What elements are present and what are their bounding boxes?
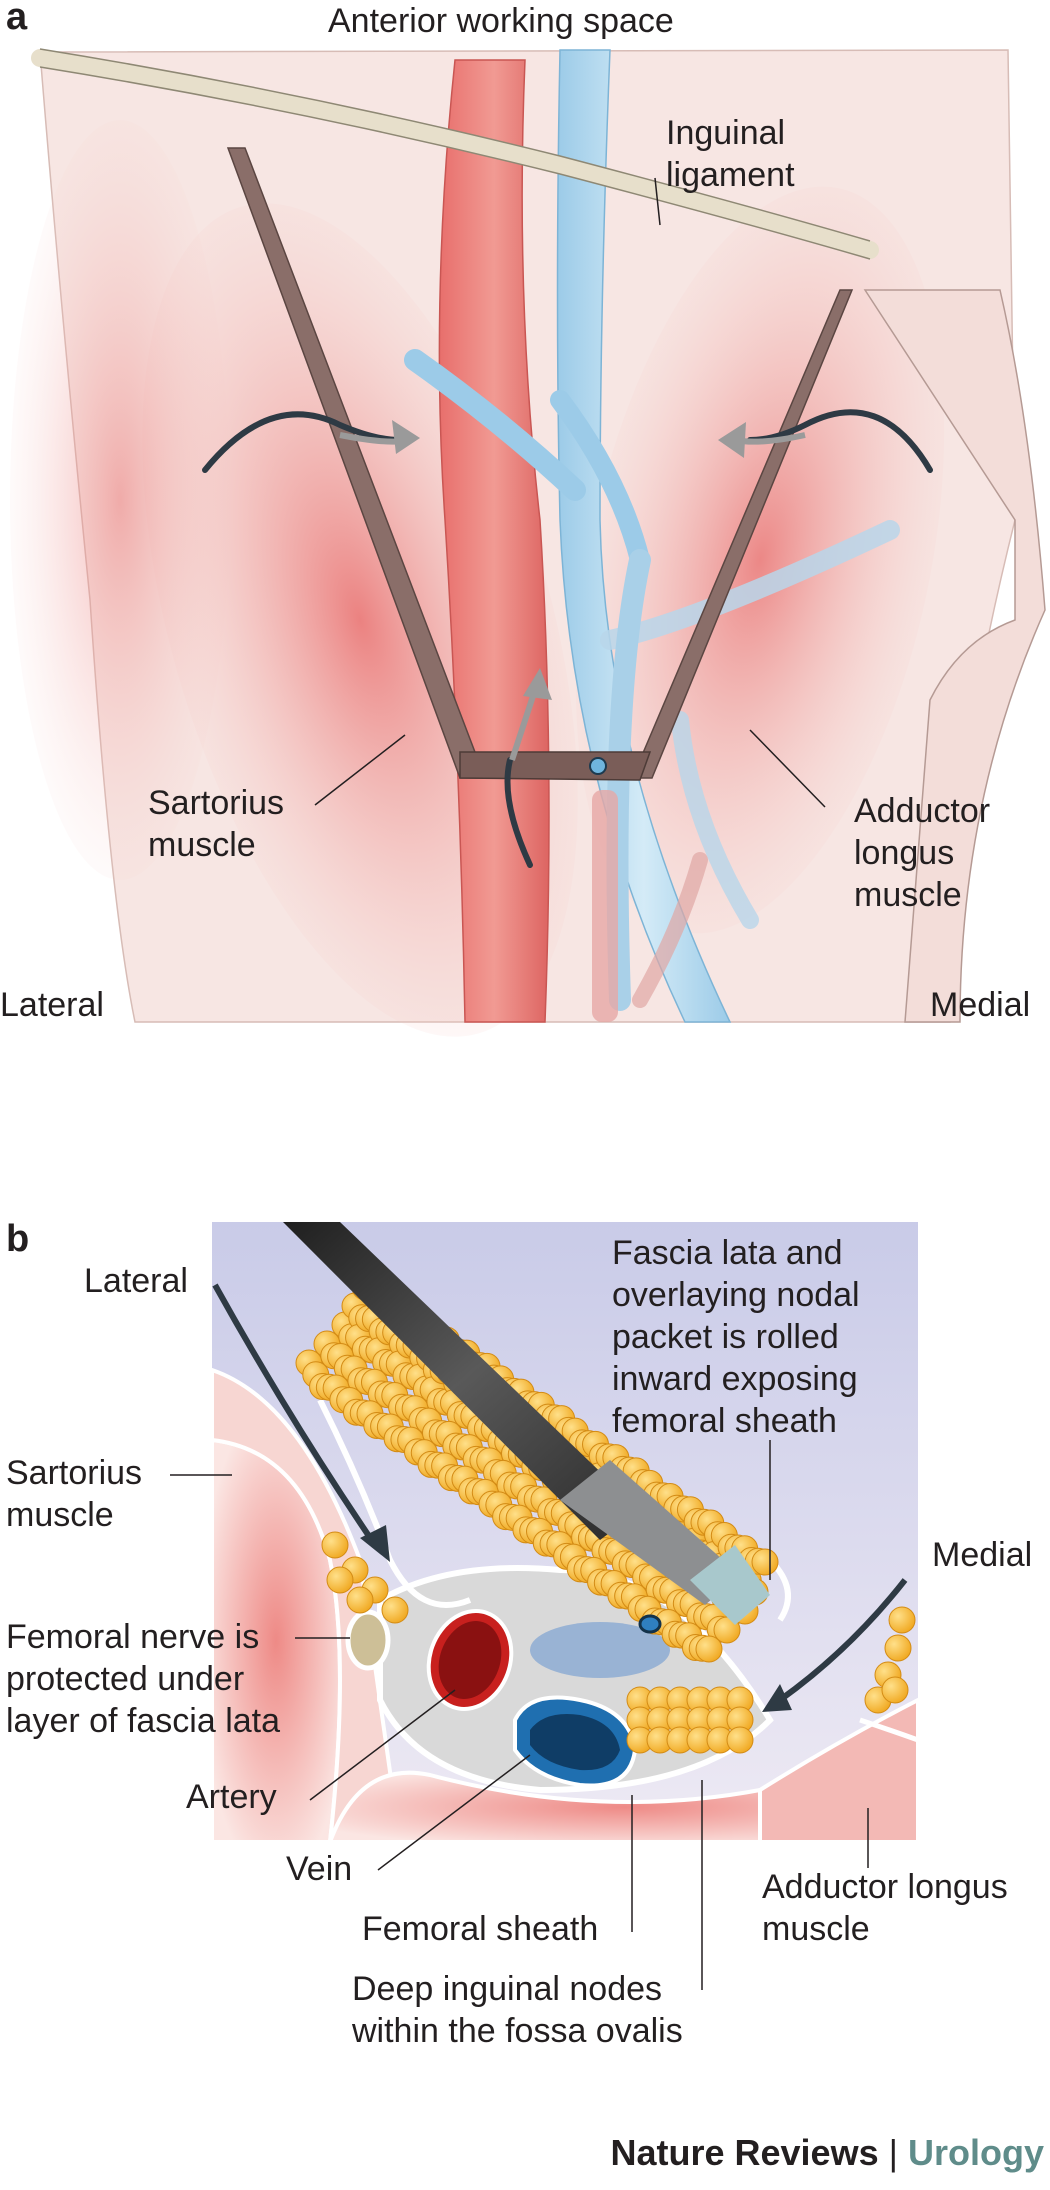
adductor-label-b: Adductor longus muscle bbox=[762, 1868, 1008, 1948]
medial-arrow bbox=[778, 1578, 908, 1703]
inguinal-ligament bbox=[31, 49, 879, 259]
inguinal-ligament-label: Inguinal ligament bbox=[666, 114, 795, 194]
lateral-arrow bbox=[212, 1283, 378, 1547]
laparoscopic-instrument bbox=[283, 1222, 640, 1540]
vein-branch-left bbox=[404, 349, 586, 501]
lateral-curved-arrow bbox=[202, 411, 403, 473]
lymph-node bbox=[888, 1606, 916, 1634]
port-icon bbox=[589, 757, 607, 775]
lymph-node bbox=[881, 1676, 909, 1704]
sartorius-label-b: Sartorius muscle bbox=[6, 1454, 143, 1534]
lymph-node bbox=[381, 1596, 409, 1624]
femoral-nerve bbox=[345, 1609, 391, 1671]
medial-curved-arrow bbox=[747, 409, 933, 473]
panel-b-illustration bbox=[170, 1222, 920, 1990]
panel-b-letter: b bbox=[6, 1218, 30, 1260]
medial-label-b: Medial bbox=[932, 1536, 1033, 1574]
deep-nodes-label: Deep inguinal nodes within the fossa ova… bbox=[352, 1970, 683, 2050]
artery-leader bbox=[309, 1689, 456, 1801]
panel-a-illustration bbox=[10, 48, 1046, 1037]
lateral-label-b: Lateral bbox=[84, 1262, 188, 1300]
lymph-node bbox=[751, 1548, 779, 1576]
femoral-nerve-label: Femoral nerve is protected under layer o… bbox=[6, 1618, 281, 1740]
sartorius-leader bbox=[314, 734, 406, 806]
medial-arrow-head bbox=[718, 422, 746, 458]
lateral-label-a: Lateral bbox=[0, 986, 104, 1024]
inguinal-leader bbox=[654, 177, 661, 226]
medial-arrow-head bbox=[762, 1684, 792, 1712]
lymph-node bbox=[726, 1726, 754, 1754]
journal-name: Urology bbox=[907, 2132, 1044, 2173]
vein-leader bbox=[377, 1754, 531, 1871]
lymph-node bbox=[695, 1635, 723, 1663]
inferior-arrow bbox=[504, 757, 533, 868]
panel-a-letter: a bbox=[6, 0, 28, 38]
lymph-node bbox=[884, 1634, 912, 1662]
inferior-arrow-tail bbox=[509, 689, 538, 761]
lymph-node bbox=[326, 1566, 354, 1594]
medial-label-a: Medial bbox=[930, 986, 1031, 1024]
lateral-shade bbox=[10, 120, 230, 880]
lateral-arrow-head bbox=[392, 420, 420, 454]
journal-credit: Nature Reviews | Urology bbox=[610, 2132, 1044, 2174]
artery-below-window bbox=[592, 790, 618, 1022]
exposed-region bbox=[530, 1622, 670, 1678]
artery-label: Artery bbox=[186, 1778, 277, 1816]
femoral-artery bbox=[438, 59, 550, 1023]
panel-a-title: Anterior working space bbox=[328, 2, 674, 40]
fascia-medial bbox=[859, 1717, 919, 1743]
vein-lower-branch-2 bbox=[632, 852, 708, 1008]
window-floor bbox=[459, 751, 652, 781]
medial-skin-fold bbox=[863, 289, 1046, 1023]
lymph-node bbox=[346, 1586, 374, 1614]
adductor-section bbox=[758, 1696, 920, 1844]
inferior-arrow-head bbox=[523, 668, 552, 700]
publisher-name: Nature Reviews bbox=[610, 2132, 879, 2173]
adductor-leader bbox=[749, 729, 826, 808]
instrument-port-icon bbox=[638, 1614, 662, 1634]
credit-separator: | bbox=[888, 2132, 898, 2173]
lateral-arrow-head bbox=[360, 1525, 390, 1562]
vein-label: Vein bbox=[286, 1850, 353, 1888]
vein-branch-upper bbox=[550, 390, 650, 570]
vein-lower-branch bbox=[671, 711, 759, 929]
adductor-muscle bbox=[575, 186, 945, 934]
fascia-note-label: Fascia lata and overlaying nodal packet … bbox=[612, 1234, 860, 1440]
femoral-sheath-label: Femoral sheath bbox=[362, 1910, 599, 1948]
instrument-shaft bbox=[560, 1460, 740, 1605]
saphenous-vein bbox=[606, 549, 651, 1011]
sartorius-label: Sartorius muscle bbox=[148, 784, 285, 864]
lymph-node bbox=[321, 1531, 349, 1559]
adductor-label: Adductor longus muscle bbox=[854, 792, 991, 914]
instrument-tip bbox=[690, 1545, 770, 1625]
